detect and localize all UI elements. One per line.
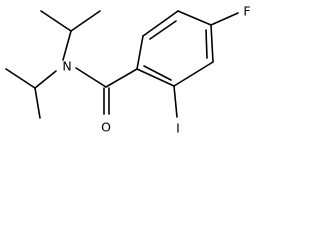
ring-bond-2 (142, 10, 179, 37)
bond-ch-methyl-down (34, 87, 41, 119)
atom-label-iodine: I (176, 121, 180, 136)
ring-double-bond-2 (205, 29, 208, 59)
ring-bond-5 (173, 61, 214, 87)
bond-ring-fluorine (210, 12, 239, 26)
ring-bond-6 (136, 68, 175, 87)
atom-label-fluorine: F (243, 4, 250, 19)
bond-n-ch-left (34, 70, 57, 89)
bond-ch-methyl-top-right (70, 10, 101, 32)
atom-label-nitrogen: N (62, 59, 71, 74)
ring-bond-1 (136, 35, 144, 70)
bond-ch-methyl-top-left (40, 10, 72, 32)
ring-double-bond-3 (143, 65, 172, 81)
bond-n-ch-top (62, 30, 72, 61)
structure-diagram: N O F I (5, 4, 251, 136)
bond-n-carbonyl (75, 67, 107, 88)
bond-carbonyl-ring (105, 68, 138, 88)
bond-ch-methyl-left (5, 68, 36, 89)
ring-double-bond-1 (149, 20, 177, 40)
ring-bond-3 (177, 10, 212, 26)
atom-label-oxygen: O (101, 120, 111, 135)
bond-ring-iodine (173, 85, 178, 118)
ring-bond-4 (210, 24, 214, 63)
